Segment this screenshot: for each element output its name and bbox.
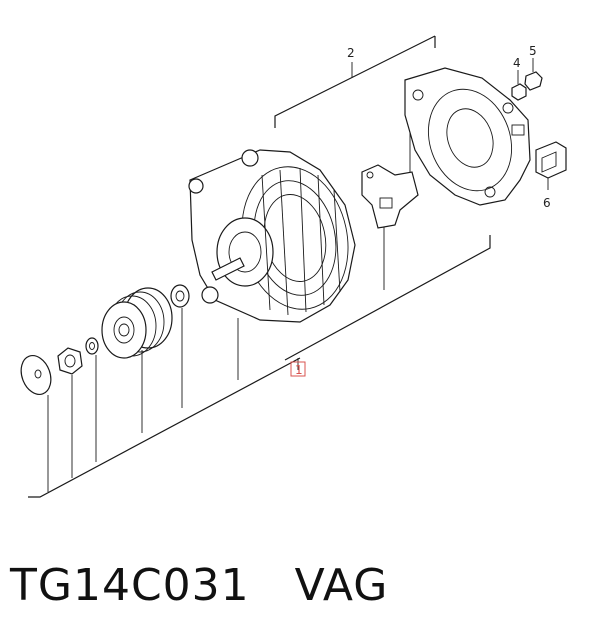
- washer-large: [170, 284, 190, 308]
- washer-small: [85, 337, 99, 355]
- callout-6: 6: [543, 196, 551, 210]
- pulley-cap: [20, 355, 52, 395]
- pulley: [101, 287, 173, 359]
- bracket-lines: [28, 35, 491, 498]
- callout-1-box: [290, 361, 306, 377]
- alternator-body: [188, 149, 356, 323]
- connector-part-6: [535, 141, 567, 179]
- nut-part-4: [511, 83, 527, 101]
- bolt-part-5: [524, 71, 543, 91]
- part-caption: TG14C031 VAG: [10, 560, 388, 611]
- rear-cover: [404, 67, 531, 206]
- callout-2: 2: [347, 46, 355, 60]
- part-number: TG14C031: [10, 560, 250, 611]
- callout-5: 5: [529, 44, 537, 58]
- brand-name: VAG: [294, 560, 389, 611]
- callout-4: 4: [513, 56, 521, 70]
- pulley-nut: [57, 347, 83, 375]
- alternator-exploded-diagram: 2 4 5 6 1: [20, 35, 567, 498]
- voltage-regulator: [361, 164, 419, 229]
- callout-1: 1: [295, 363, 303, 377]
- leader-lines: [47, 58, 549, 492]
